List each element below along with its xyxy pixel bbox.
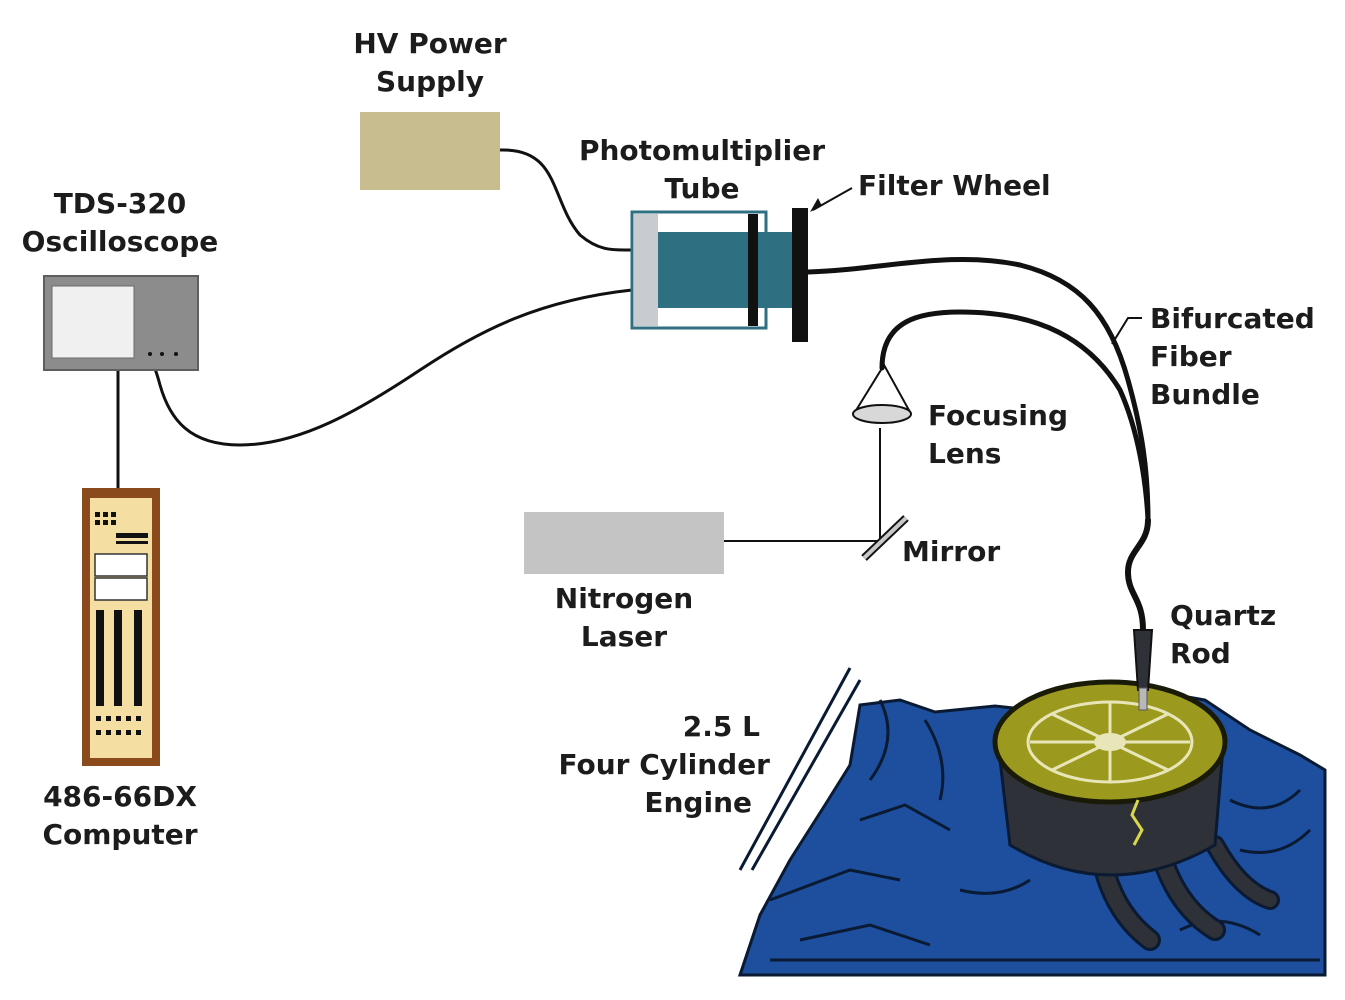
signal-cable xyxy=(146,288,633,447)
focusing-lens xyxy=(852,363,912,424)
filter-wheel xyxy=(792,208,808,342)
fiber-bundle-leader xyxy=(1111,317,1142,345)
nitrogen-laser-box xyxy=(524,512,724,574)
engine-illustration xyxy=(737,667,1327,977)
filter-wheel-label: Filter Wheel xyxy=(858,169,1051,202)
hv-power-supply-box xyxy=(360,112,500,190)
wing-nut xyxy=(1094,733,1126,751)
photomultiplier-tube xyxy=(630,210,794,330)
fiber-common-trunk xyxy=(1124,517,1151,633)
hv-cable xyxy=(499,148,633,252)
fluorescence-path xyxy=(1130,799,1144,846)
fiber-leg-lens xyxy=(879,309,1151,523)
hood-edge xyxy=(738,667,862,871)
fiber-bundle xyxy=(805,256,1151,633)
quartz-rod xyxy=(1132,629,1154,711)
oscilloscope xyxy=(43,275,199,371)
computer-tower xyxy=(82,488,160,766)
mirror-label: Mirror xyxy=(902,535,1001,568)
cables xyxy=(116,148,881,542)
engine-details xyxy=(769,699,1320,962)
fiber-leg-pmt xyxy=(805,256,1151,523)
